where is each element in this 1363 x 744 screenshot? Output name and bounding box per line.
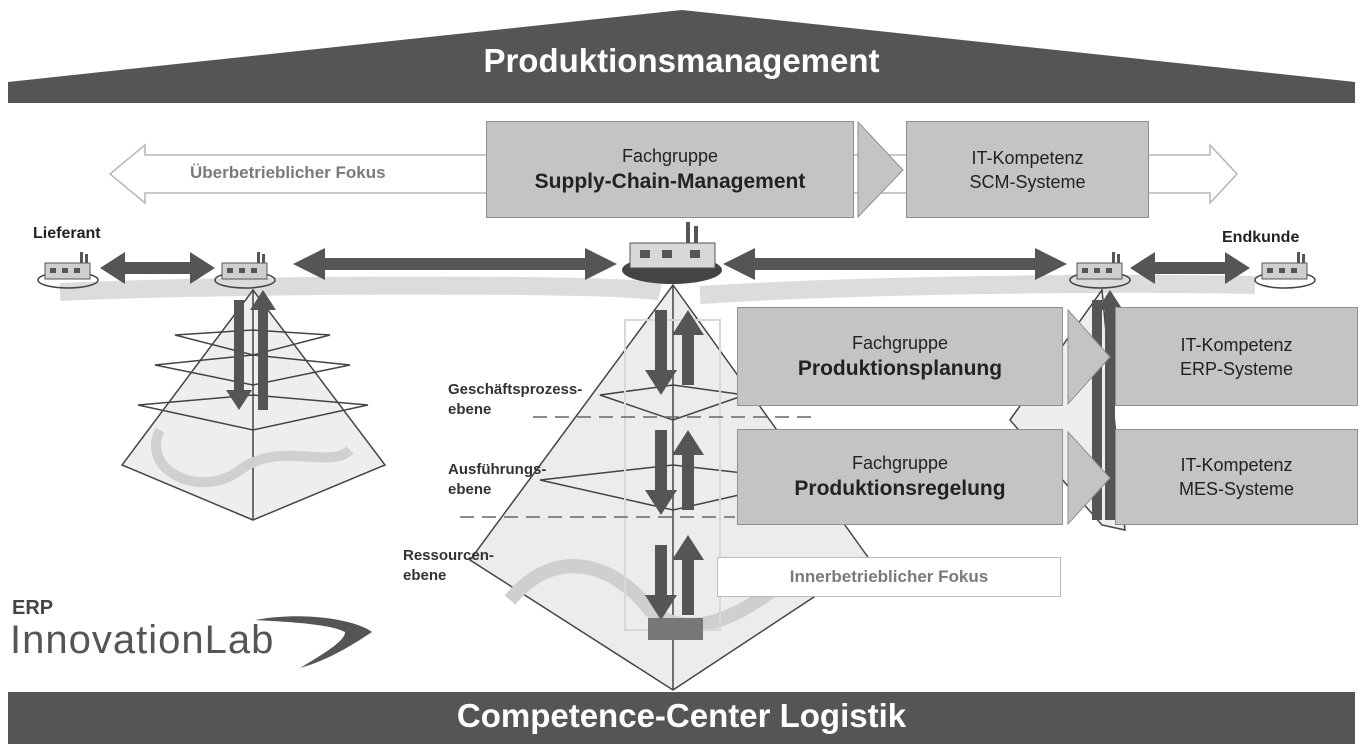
planning-group-box: Fachgruppe Produktionsplanung (737, 307, 1063, 406)
up-arrow-right (1097, 290, 1123, 520)
chevron-scm (857, 120, 904, 219)
scm-group-name: Supply-Chain-Management (534, 169, 806, 193)
up-arrow-center-1 (672, 310, 704, 385)
mes-it-system: MES-Systeme (1178, 479, 1295, 499)
machine-block (648, 618, 703, 640)
scm-it-prefix: IT-Kompetenz (971, 147, 1084, 168)
customer-label: Endkunde (1222, 229, 1300, 246)
double-arrow-2 (293, 248, 617, 280)
main-factory-icon (622, 222, 722, 284)
erp-it-box: IT-Kompetenz ERP-Systeme (1115, 307, 1358, 406)
scm-it-box: IT-Kompetenz SCM-Systeme (906, 121, 1149, 218)
double-arrow-1 (100, 252, 215, 284)
execution-level-label: Ausführungs- ebene (448, 460, 546, 500)
chevron-mes (1067, 430, 1111, 526)
planning-group-prefix: Fachgruppe (851, 332, 949, 353)
control-group-prefix: Fachgruppe (851, 453, 949, 473)
down-arrow-center-1 (645, 310, 677, 395)
down-arrow-left (226, 300, 252, 410)
logo-swoosh-icon (255, 616, 372, 668)
erp-it-prefix: IT-Kompetenz (1180, 334, 1293, 355)
up-arrow-center-3 (672, 535, 704, 615)
business-level-line-2: ebene (448, 401, 492, 418)
customer-factory-icon (1254, 252, 1316, 289)
down-arrow-center-2 (645, 430, 677, 515)
control-group-name: Produktionsregelung (794, 477, 1006, 500)
mes-it-box: IT-Kompetenz MES-Systeme (1115, 429, 1358, 525)
bottom-banner-shape (8, 692, 1355, 744)
distributor-plant-icon (1069, 252, 1131, 289)
internal-focus-label: Innerbetrieblicher Fokus (789, 567, 989, 586)
internal-focus-box: Innerbetrieblicher Fokus (717, 557, 1061, 597)
scm-it-system: SCM-Systeme (969, 171, 1086, 192)
business-level-line-1: Geschäftsprozess- (448, 381, 583, 398)
double-arrow-4 (1130, 252, 1250, 284)
double-arrow-3 (723, 248, 1067, 280)
planning-group-name: Produktionsplanung (797, 356, 1003, 380)
execution-level-line-1: Ausführungs- (448, 461, 547, 478)
logo-innovationlab-text: InnovationLab (10, 618, 275, 662)
chevron-erp (1067, 308, 1111, 406)
supplier-pyramid (120, 288, 387, 521)
execution-level-line-2: ebene (448, 481, 492, 498)
external-focus-label: Überbetrieblicher Fokus (190, 163, 386, 182)
control-group-box: Fachgruppe Produktionsregelung (737, 429, 1063, 525)
logo-erp-text: ERP (12, 597, 54, 619)
supplier-plant-icon (214, 252, 276, 289)
resource-level-label: Ressourcen- ebene (403, 546, 494, 586)
mes-it-prefix: IT-Kompetenz (1180, 455, 1293, 475)
scm-group-prefix: Fachgruppe (621, 145, 719, 166)
business-level-label: Geschäftsprozess- ebene (448, 380, 582, 420)
bottom-banner-title: Competence-Center Logistik (456, 697, 907, 734)
resource-level-line-2: ebene (403, 567, 447, 584)
scm-group-box: Fachgruppe Supply-Chain-Management (486, 121, 854, 218)
material-flow-band (59, 274, 1256, 304)
erp-it-system: ERP-Systeme (1179, 358, 1294, 379)
up-arrow-left (250, 290, 276, 410)
down-arrow-center-3 (645, 545, 677, 620)
up-arrow-center-2 (672, 430, 704, 510)
resource-level-line-1: Ressourcen- (403, 547, 494, 564)
top-banner-shape (8, 10, 1355, 103)
top-banner-title: Produktionsmanagement (483, 42, 880, 79)
supplier-label: Lieferant (33, 225, 101, 242)
supplier-factory-icon (37, 252, 99, 289)
